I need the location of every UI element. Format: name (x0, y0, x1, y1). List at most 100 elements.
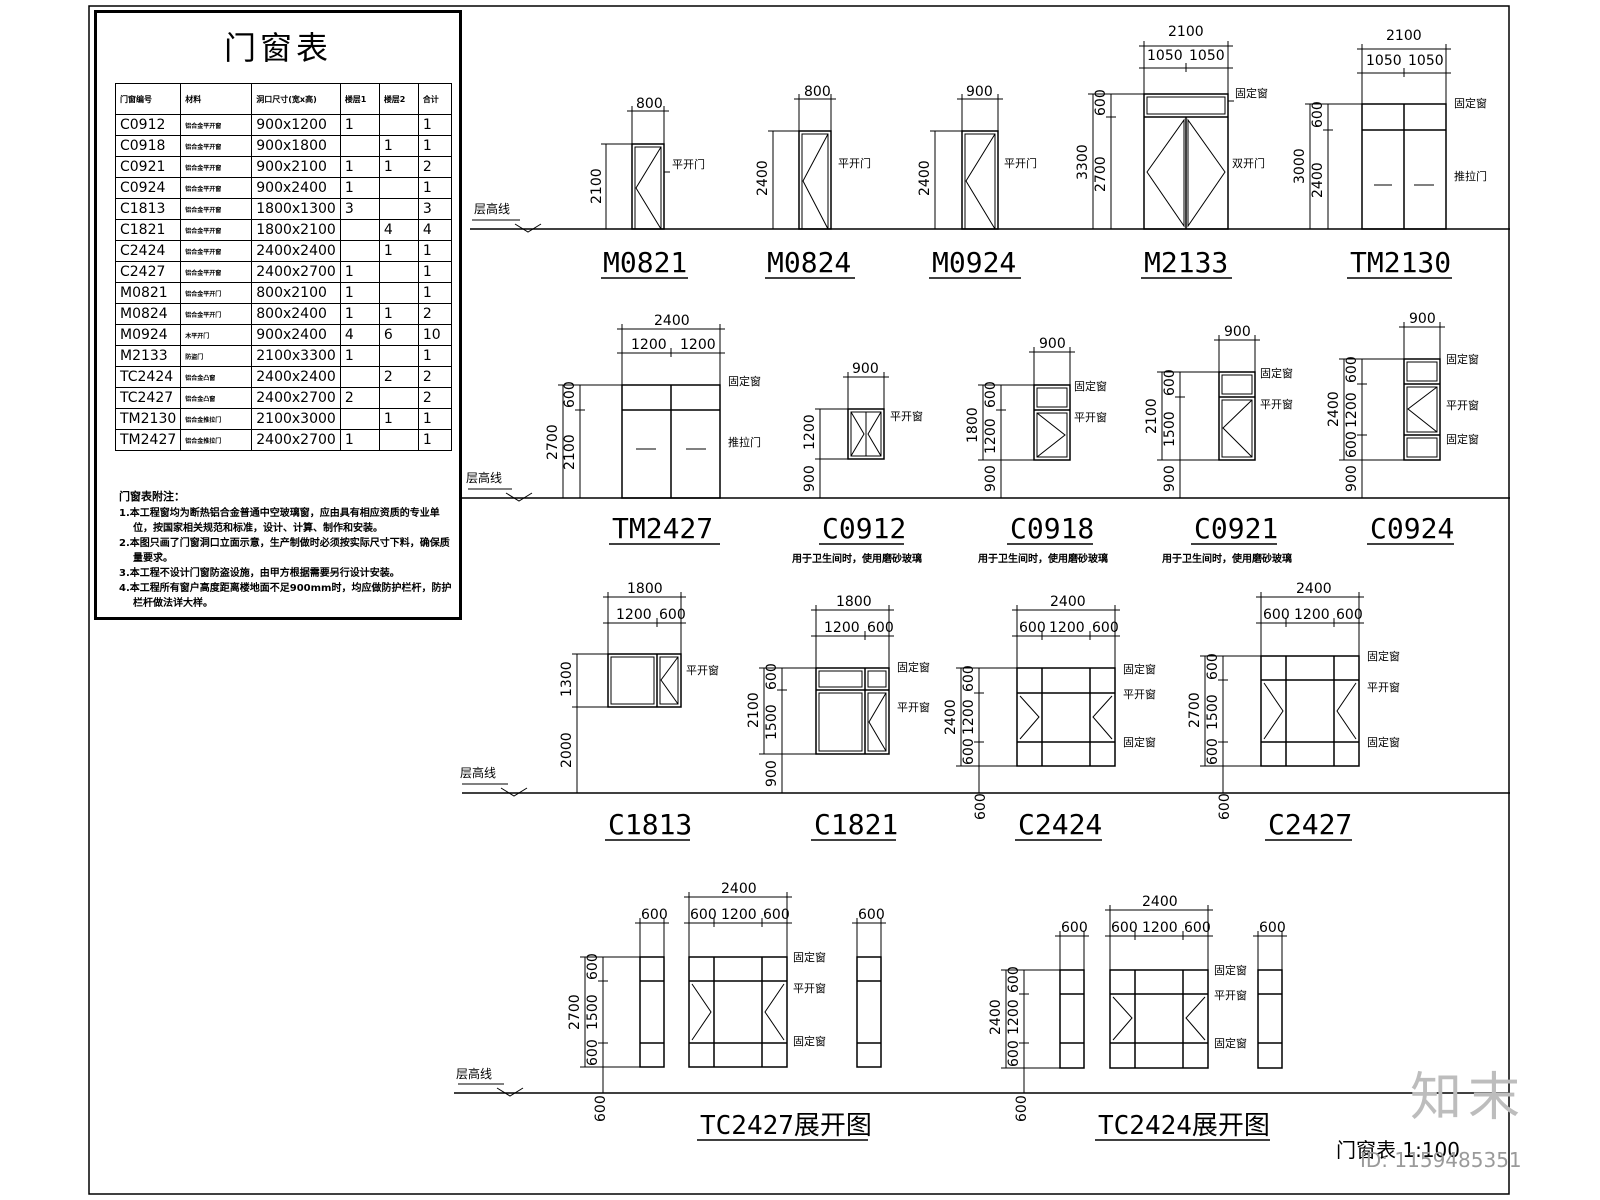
dim-C2427-h: 2700 (1187, 692, 1203, 728)
cell-code: M0821 (114, 282, 182, 304)
dim-C0918-h2: 1200 (983, 418, 999, 454)
dim-M2133-w2: 1050 (1189, 48, 1225, 64)
label-TM2427-type: 推拉门 (728, 435, 761, 449)
cell-floor2 (378, 114, 419, 136)
dim-C0918-w: 900 (1039, 336, 1066, 352)
dim-TM2130-w1: 1050 (1366, 53, 1402, 69)
dim-C0921-w: 900 (1224, 324, 1251, 340)
cell-floor2 (378, 177, 419, 199)
dim-C0912-h2: 900 (802, 465, 818, 492)
dim-C2424-h: 2400 (943, 699, 959, 735)
label-C0918-fixed: 固定窗 (1074, 379, 1107, 393)
cell-material: 木平开门 (180, 324, 253, 346)
dim-M0821-h: 2100 (589, 168, 605, 204)
cell-total: 1 (417, 261, 452, 283)
cell-floor2: 6 (378, 324, 419, 346)
col-header-floor1: 楼层1 (339, 83, 380, 115)
dim-C2427-h4: 600 (1217, 793, 1233, 820)
dim-TM2130-w2: 1050 (1408, 53, 1444, 69)
cell-code: C0918 (114, 135, 182, 157)
note-C0918: 用于卫生间时，使用磨砂玻璃 (977, 552, 1108, 565)
dim-TC2427-w2: 1200 (721, 907, 757, 923)
dim-C0924-h3: 600 (1344, 431, 1360, 458)
dim-C2424-w2: 1200 (1049, 620, 1085, 636)
dim-C0921-h1: 600 (1162, 369, 1178, 396)
dim-C2424-w: 2400 (1050, 594, 1086, 610)
cell-code: M0824 (114, 303, 182, 325)
cell-floor1: 1 (339, 261, 380, 283)
label-C0924-fixed-top: 固定窗 (1446, 352, 1479, 366)
dims-TC2427 (580, 892, 886, 1093)
cell-size: 1800x2100 (251, 219, 341, 241)
label-C2424-fixed-top: 固定窗 (1123, 662, 1156, 676)
elevation-M2133 (1143, 93, 1229, 230)
floor-line-label-1: 层高线 (474, 201, 510, 216)
note-item-1: 1.本工程窗均为断热铝合金普通中空玻璃窗，应由具有相应资质的专业单位，按国家相关… (119, 508, 440, 534)
dim-C2427-w: 2400 (1296, 581, 1332, 597)
note-item-2: 2.本图只画了门窗洞口立面示意，生产制做时必须按实际尺寸下料，确保质量要求。 (119, 538, 450, 564)
dim-TC2424-w: 2400 (1142, 894, 1178, 910)
label-TC2427-fixed-bottom: 固定窗 (793, 1034, 826, 1048)
dim-M2133-w1: 1050 (1147, 48, 1183, 64)
elevation-label-TM2130: TM2130 (1350, 246, 1451, 279)
elevation-C0921 (1218, 371, 1256, 461)
cell-material: 铝合金平开窗 (180, 177, 253, 199)
cell-floor2: 1 (378, 303, 419, 325)
cell-material: 铝合金平开窗 (180, 261, 253, 283)
label-C2424-type: 平开窗 (1123, 687, 1156, 701)
label-TC2424-fixed-top: 固定窗 (1214, 963, 1247, 977)
cell-size: 900x2100 (251, 156, 341, 178)
elevation-label-C0918: C0918 (1010, 512, 1094, 545)
cell-material: 铝合金平开窗 (180, 114, 253, 136)
cell-size: 900x1200 (251, 114, 341, 136)
cell-code: C0921 (114, 156, 182, 178)
floor-line-label-2: 层高线 (466, 470, 502, 485)
cell-material: 铝合金平开门 (180, 303, 253, 325)
dim-C2427-h2: 1500 (1205, 694, 1221, 730)
dim-TC2427-w1: 600 (690, 907, 717, 923)
elevation-label-C0921: C0921 (1194, 512, 1278, 545)
table-header-row: 门窗编号 材料 洞口尺寸(宽x高) 楼层1 楼层2 合计 (114, 83, 452, 115)
cell-material: 铝合金平开窗 (180, 219, 253, 241)
cell-code: TM2130 (114, 408, 182, 430)
elevation-C0918 (1033, 384, 1071, 461)
dims-M0824 (768, 94, 836, 229)
floor-line-label-3: 层高线 (460, 765, 496, 780)
cell-total: 1 (417, 240, 452, 262)
dim-TM2427-h2: 2100 (562, 434, 578, 470)
dims-C0921 (1157, 335, 1260, 498)
cell-floor1 (339, 135, 380, 157)
cell-size: 2400x2700 (251, 261, 341, 283)
dim-C1813-w1: 1200 (616, 607, 652, 623)
dim-C0918-h1: 600 (983, 381, 999, 408)
cell-total: 4 (417, 219, 452, 241)
label-C2424-fixed-bottom: 固定窗 (1123, 735, 1156, 749)
label-C2427-fixed-bottom: 固定窗 (1367, 735, 1400, 749)
note-item-3: 3.本工程不设计门窗防盗设施，由甲方根据需要另行设计安装。 (119, 568, 400, 579)
dim-M0824-w: 800 (804, 84, 831, 100)
cell-floor2 (378, 429, 419, 451)
dim-C0918-h3: 900 (983, 465, 999, 492)
cell-code: C2424 (114, 240, 182, 262)
elevation-label-C2427: C2427 (1268, 808, 1352, 841)
dim-C2427-h1: 600 (1205, 653, 1221, 680)
cell-material: 铝合金凸窗 (180, 387, 253, 409)
cell-code: C1813 (114, 198, 182, 220)
cell-floor2: 1 (378, 156, 419, 178)
dims-TC2424 (1001, 905, 1287, 1093)
label-C1813-type: 平开窗 (686, 663, 719, 677)
cell-material: 铝合金推拉门 (180, 408, 253, 430)
dim-TM2130-h: 3000 (1292, 148, 1308, 184)
elevation-M0821 (631, 143, 665, 230)
dim-C1821-w1: 1200 (824, 620, 860, 636)
cell-floor1 (339, 408, 380, 430)
label-C2427-fixed-top: 固定窗 (1367, 649, 1400, 663)
